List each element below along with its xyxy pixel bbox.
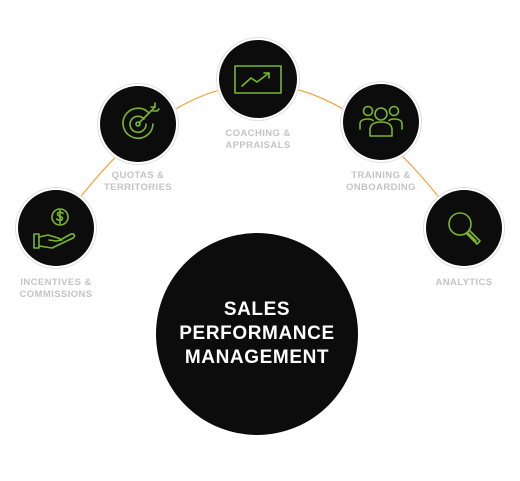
label-coaching-appraisals: COACHING & APPRAISALS — [208, 128, 308, 152]
label-quotas-territories: QUOTAS & TERRITORIES — [88, 170, 188, 194]
node-incentives-commissions — [18, 190, 94, 266]
label-line: APPRAISALS — [225, 140, 291, 151]
trend-chart-icon — [234, 65, 282, 94]
label-line: ONBOARDING — [346, 182, 416, 193]
center-hub: SALES PERFORMANCE MANAGEMENT — [156, 233, 358, 435]
label-analytics: ANALYTICS — [414, 277, 514, 289]
label-line: TRAINING & — [351, 170, 411, 181]
node-quotas-territories — [100, 86, 176, 162]
label-training-onboarding: TRAINING & ONBOARDING — [331, 170, 431, 194]
team-icon — [359, 105, 403, 137]
label-line: COMMISSIONS — [19, 289, 93, 300]
center-title-line: MANAGEMENT — [184, 347, 330, 368]
label-line: ANALYTICS — [435, 277, 493, 288]
target-icon — [122, 102, 160, 140]
label-line: QUOTAS & — [111, 170, 165, 181]
magnifier-icon — [448, 212, 481, 245]
label-line: TERRITORIES — [103, 182, 173, 193]
node-training-onboarding — [343, 84, 419, 160]
node-analytics — [426, 190, 502, 266]
center-title-line: SALES — [223, 299, 291, 320]
label-line: INCENTIVES & — [20, 277, 92, 288]
money-hand-icon — [33, 208, 76, 249]
node-coaching-appraisals — [219, 40, 297, 118]
label-incentives-commissions: INCENTIVES & COMMISSIONS — [6, 277, 106, 301]
center-title-line: PERFORMANCE — [179, 323, 335, 344]
label-line: COACHING & — [225, 128, 291, 139]
